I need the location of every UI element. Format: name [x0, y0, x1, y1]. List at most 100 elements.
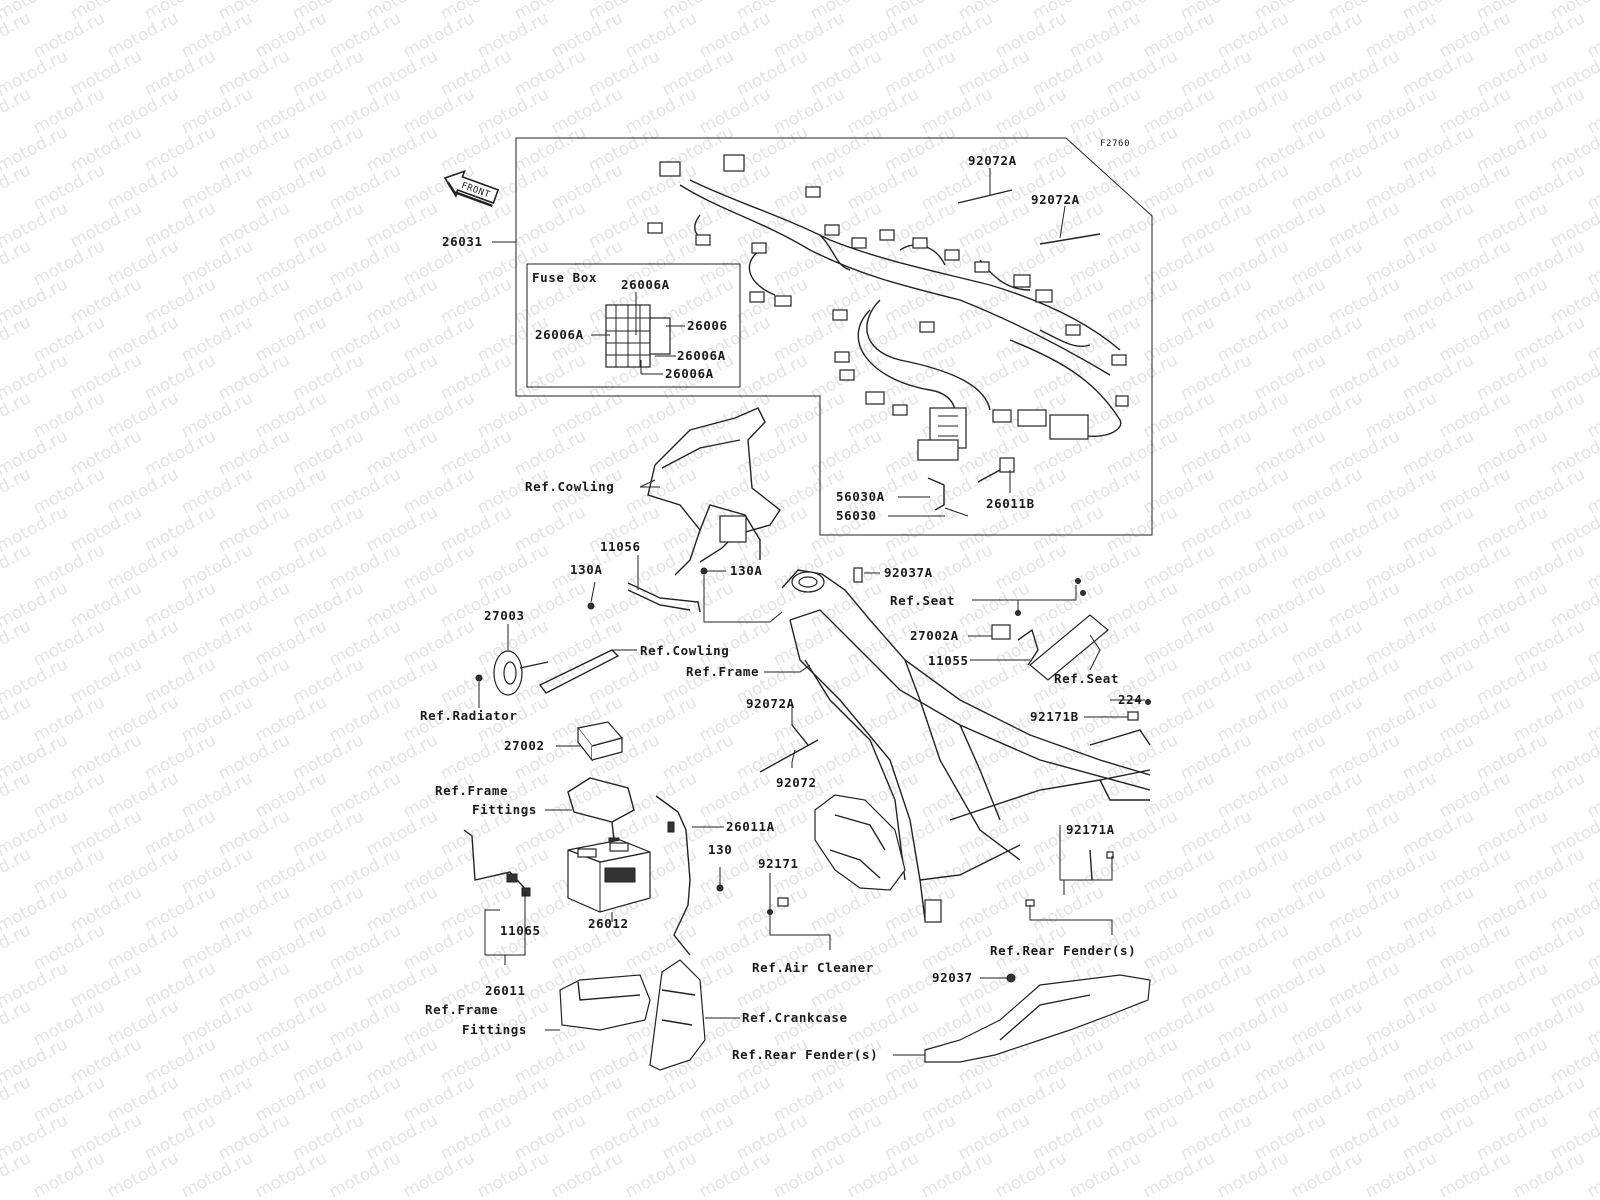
watermark-text: motod.ru [733, 426, 811, 480]
watermark-text: motod.ru [363, 1034, 441, 1088]
watermark-text: motod.ru [1399, 882, 1477, 936]
watermark-text: motod.ru [104, 616, 182, 670]
watermark-text: motod.ru [1362, 236, 1440, 290]
watermark-text: motod.ru [1177, 882, 1255, 936]
watermark-text: motod.ru [1436, 236, 1514, 290]
watermark-text: motod.ru [1510, 768, 1588, 822]
label-ref-frame-fittings-1a: Ref.Frame [435, 783, 508, 798]
watermark-text: motod.ru [992, 8, 1070, 62]
watermark-text: motod.ru [659, 46, 737, 100]
watermark-text: motod.ru [104, 312, 182, 366]
watermark-text: motod.ru [1584, 996, 1600, 1050]
watermark-text: motod.ru [104, 692, 182, 746]
watermark-text: motod.ru [511, 1110, 589, 1164]
watermark-text: motod.ru [437, 1110, 515, 1164]
watermark-text: motod.ru [1399, 654, 1477, 708]
watermark-text: motod.ru [400, 616, 478, 670]
watermark-text: motod.ru [1251, 958, 1329, 1012]
label-ref-frame: Ref.Frame [686, 664, 759, 679]
watermark-text: motod.ru [1362, 768, 1440, 822]
battery-cable-11065 [463, 829, 531, 897]
watermark-text: motod.ru [104, 388, 182, 442]
watermark-text: motod.ru [1251, 502, 1329, 556]
watermark-text: motod.ru [215, 198, 293, 252]
label-26011a: 26011A [726, 819, 775, 834]
watermark-text: motod.ru [844, 1148, 922, 1200]
watermark-text: motod.ru [622, 920, 700, 974]
watermark-text: motod.ru [1325, 46, 1403, 100]
watermark-text: motod.ru [1473, 274, 1551, 328]
watermark-text: motod.ru [1510, 692, 1588, 746]
watermark-text: motod.ru [252, 160, 330, 214]
watermark-text: motod.ru [1399, 1034, 1477, 1088]
watermark-text: motod.ru [1288, 84, 1366, 138]
watermark-text: motod.ru [400, 844, 478, 898]
watermark-text: motod.ru [1251, 654, 1329, 708]
watermark-text: motod.ru [1214, 692, 1292, 746]
watermark-text: motod.ru [1214, 1072, 1292, 1126]
watermark-text: motod.ru [992, 1148, 1070, 1200]
watermark-text: motod.ru [1584, 1148, 1600, 1200]
label-ref-frame-fittings-2a: Ref.Frame [425, 1002, 498, 1017]
watermark-text: motod.ru [1103, 1034, 1181, 1088]
watermark-text: motod.ru [1325, 426, 1403, 480]
watermark-text: motod.ru [1029, 1110, 1107, 1164]
watermark-text: motod.ru [30, 8, 108, 62]
watermark-text: motod.ru [881, 882, 959, 936]
watermark-text: motod.ru [363, 198, 441, 252]
watermark-text: motod.ru [548, 160, 626, 214]
watermark-text: motod.ru [1066, 464, 1144, 518]
watermark-text: motod.ru [1177, 426, 1255, 480]
watermark-text: motod.ru [141, 578, 219, 632]
label-ref-cowling-2: Ref.Cowling [640, 643, 729, 658]
watermark-text: motod.ru [363, 882, 441, 936]
watermark-text: motod.ru [1288, 388, 1366, 442]
watermark-text: motod.ru [326, 8, 404, 62]
watermark-text: motod.ru [1473, 806, 1551, 860]
watermark-text: motod.ru [918, 312, 996, 366]
watermark-text: motod.ru [770, 1072, 848, 1126]
watermark-text: motod.ru [1288, 160, 1366, 214]
watermark-text: motod.ru [104, 160, 182, 214]
watermark-text: motod.ru [1436, 1148, 1514, 1200]
watermark-text: motod.ru [1103, 122, 1181, 176]
watermark-text: motod.ru [622, 464, 700, 518]
label-56030a: 56030A [836, 489, 885, 504]
watermark-text: motod.ru [807, 730, 885, 784]
watermark-text: motod.ru [1436, 768, 1514, 822]
watermark-text: motod.ru [363, 426, 441, 480]
watermark-text: motod.ru [1066, 236, 1144, 290]
watermark-text: motod.ru [1177, 578, 1255, 632]
watermark-text: motod.ru [252, 1072, 330, 1126]
label-ref-rear-fender-2: Ref.Rear Fender(s) [732, 1047, 878, 1062]
watermark-text: motod.ru [30, 996, 108, 1050]
watermark-text: motod.ru [1251, 426, 1329, 480]
watermark-text: motod.ru [252, 844, 330, 898]
watermark-text: motod.ru [1251, 806, 1329, 860]
watermark-text: motod.ru [1362, 920, 1440, 974]
watermark-text: motod.ru [548, 768, 626, 822]
watermark-text: motod.ru [1325, 1034, 1403, 1088]
label-92072a-2: 92072A [1031, 192, 1080, 207]
watermark-text: motod.ru [252, 996, 330, 1050]
watermark-text: motod.ru [474, 84, 552, 138]
watermark-text: motod.ru [770, 236, 848, 290]
watermark-text: motod.ru [1029, 1034, 1107, 1088]
watermark-text: motod.ru [67, 502, 145, 556]
watermark-text: motod.ru [289, 654, 367, 708]
watermark-text: motod.ru [326, 692, 404, 746]
watermark-text: motod.ru [1177, 122, 1255, 176]
watermark-text: motod.ru [30, 312, 108, 366]
watermark-text: motod.ru [511, 122, 589, 176]
watermark-text: motod.ru [326, 84, 404, 138]
watermark-text: motod.ru [289, 806, 367, 860]
watermark-text: motod.ru [1251, 122, 1329, 176]
watermark-text: motod.ru [67, 1110, 145, 1164]
watermark-text: motod.ru [1066, 768, 1144, 822]
watermark-text: motod.ru [437, 578, 515, 632]
watermark-text: motod.ru [770, 84, 848, 138]
watermark-text: motod.ru [30, 236, 108, 290]
watermark-text: motod.ru [178, 1072, 256, 1126]
battery-box [559, 974, 651, 1031]
